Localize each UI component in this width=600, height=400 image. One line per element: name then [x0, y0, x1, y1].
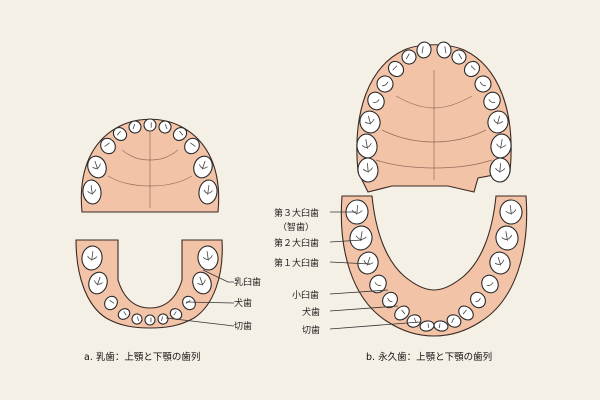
label-permanent-incisor: 切歯: [302, 324, 320, 336]
incisor-tooth: [117, 308, 131, 320]
premolar-tooth: [369, 274, 387, 294]
deciduous-lower-jaw: [75, 239, 223, 329]
incisor-tooth: [433, 320, 449, 332]
permanent-labels: 第３大臼歯 （智歯） 第２大臼歯 第１大臼歯 小臼歯 犬歯 切歯: [274, 207, 421, 336]
molar-tooth: [198, 179, 218, 205]
molar-tooth: [487, 110, 509, 134]
label-premolar: 小臼歯: [292, 289, 319, 301]
incisor-tooth: [463, 60, 481, 78]
molar-tooth: [489, 251, 511, 275]
label-deciduous-canine: 犬歯: [234, 297, 252, 309]
incisor-tooth: [401, 49, 417, 65]
deciduous-upper-teeth: [82, 118, 218, 205]
molar-tooth: [345, 199, 369, 225]
premolar-tooth: [382, 291, 398, 309]
incisor-tooth: [143, 118, 157, 132]
incisor-tooth: [458, 305, 474, 321]
molar-tooth: [193, 155, 213, 179]
molar-tooth: [197, 245, 219, 271]
incisor-tooth: [100, 137, 116, 155]
label-deciduous-incisor: 切歯: [234, 320, 252, 332]
caption-deciduous: a. 乳歯：上顎と下顎の歯列: [84, 351, 200, 363]
label-deciduous-molar: 乳臼歯: [234, 276, 261, 288]
molar-tooth: [192, 271, 212, 295]
molar-tooth: [349, 225, 373, 251]
incisor-tooth: [158, 120, 172, 134]
incisor-tooth: [394, 305, 410, 321]
premolar-tooth: [483, 91, 501, 111]
premolar-tooth: [376, 75, 394, 93]
incisor-tooth: [128, 120, 142, 134]
molar-tooth: [81, 245, 103, 271]
molar-tooth: [495, 225, 519, 251]
molar-tooth: [357, 251, 379, 275]
permanent-lower-jaw: [340, 195, 528, 337]
permanent-upper-teeth: [356, 41, 512, 183]
caption-permanent: b. 永久歯：上顎と下顎の歯列: [366, 351, 492, 363]
incisor-tooth: [144, 314, 156, 326]
incisor-tooth: [157, 313, 169, 325]
permanent-upper-jaw: [356, 41, 512, 193]
molar-tooth: [87, 155, 107, 179]
incisor-tooth: [436, 41, 452, 59]
molar-tooth: [359, 110, 381, 134]
molar-tooth: [489, 157, 511, 183]
premolar-tooth: [481, 274, 499, 294]
label-permanent-canine: 犬歯: [302, 306, 320, 318]
incisor-tooth: [172, 127, 188, 141]
premolar-tooth: [367, 91, 385, 111]
label-first-molar: 第１大臼歯: [274, 257, 319, 269]
label-second-molar: 第２大臼歯: [274, 237, 319, 249]
molar-tooth: [357, 157, 379, 183]
incisor-tooth: [169, 308, 183, 320]
deciduous-upper-jaw: [80, 118, 220, 213]
permanent-lower-teeth: [345, 199, 523, 332]
incisor-tooth: [446, 314, 462, 328]
incisor-tooth: [416, 41, 432, 59]
incisor-tooth: [184, 137, 200, 155]
premolar-tooth: [470, 291, 486, 309]
label-third-molar: 第３大臼歯: [274, 207, 319, 219]
molar-tooth: [499, 199, 523, 225]
premolar-tooth: [474, 75, 492, 93]
molar-tooth: [82, 179, 102, 205]
incisor-tooth: [451, 49, 467, 65]
deciduous-lower-teeth: [81, 245, 219, 326]
incisor-tooth: [112, 127, 128, 141]
incisor-tooth: [104, 295, 118, 311]
incisor-tooth: [406, 314, 422, 328]
deciduous-labels: 乳臼歯 犬歯 切歯: [165, 269, 261, 332]
molar-tooth: [88, 271, 108, 295]
label-wisdom-tooth: （智歯）: [278, 221, 314, 233]
incisor-tooth: [387, 60, 405, 78]
molar-tooth: [356, 133, 378, 159]
incisor-tooth: [131, 313, 143, 325]
